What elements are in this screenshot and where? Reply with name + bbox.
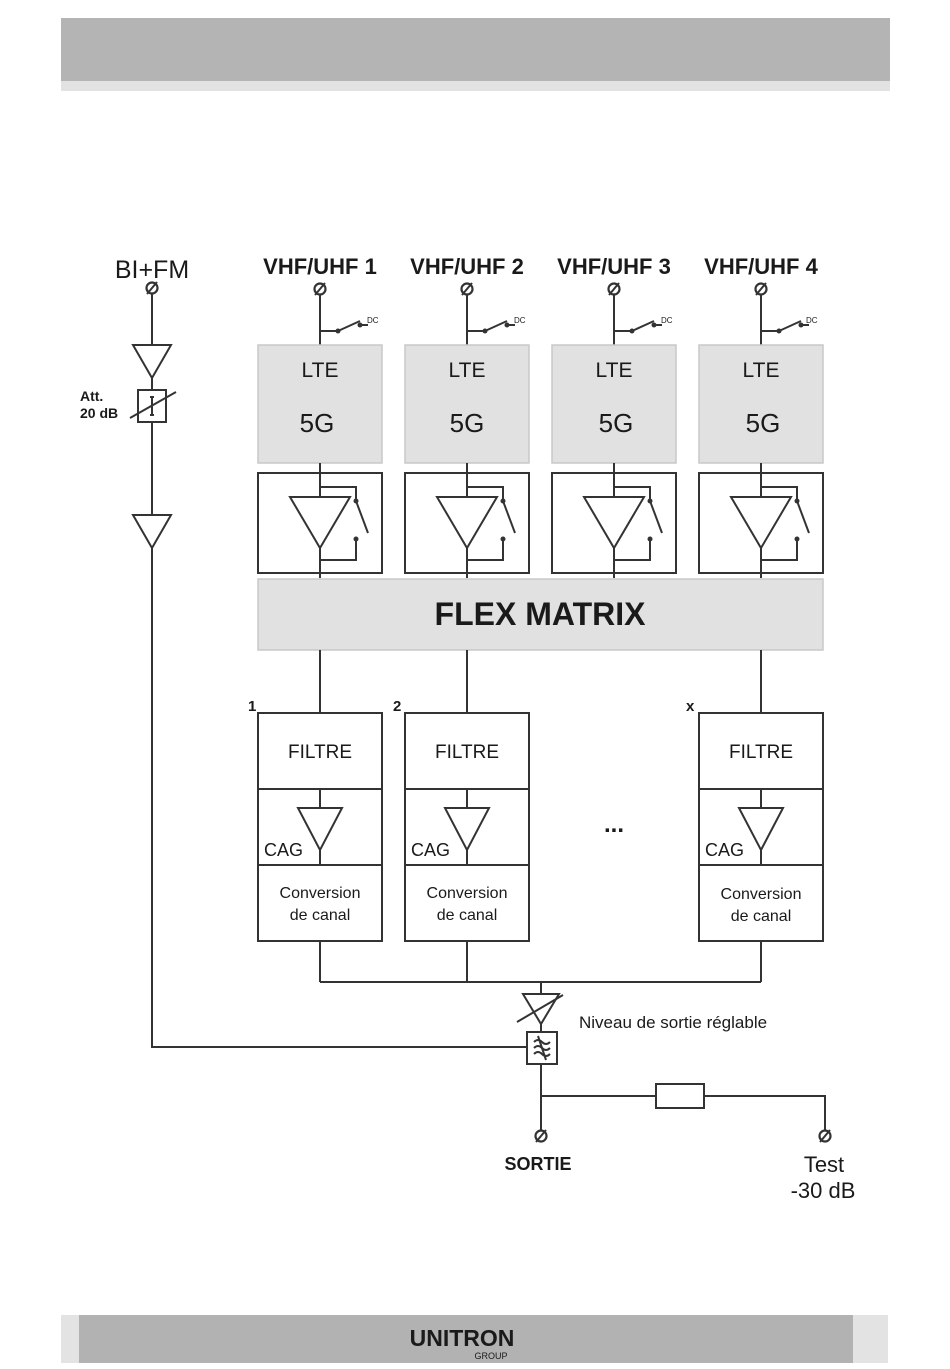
test-label-1: Test [804,1152,844,1177]
input-terminal-bi-fm [147,282,158,294]
attenuator-label-att: Att. [80,388,103,404]
input-label-vhf-uhf-4: VHF/UHF 4 [704,254,818,279]
processing-module-1: 1 FILTRE CAG Conversion de canal [248,698,382,941]
filter-label-2: FILTRE [435,742,499,763]
dc-label-1: DC [367,316,379,325]
adjustable-output-label: Niveau de sortie réglable [579,1013,767,1032]
input-terminal-4 [756,283,767,295]
dc-label-3: DC [661,316,673,325]
output-terminal-test [820,1130,831,1142]
agc-label-1: CAG [264,840,303,860]
filter-label-1: FILTRE [288,742,352,763]
agc-label-2: CAG [411,840,450,860]
amplifier-bifm-1 [133,345,171,378]
sortie-label: SORTIE [504,1154,571,1174]
processing-module-x: x FILTRE CAG Conversion de canal [686,698,823,941]
conversion-label-xa: Conversion [721,886,802,903]
agc-label-x: CAG [705,840,744,860]
output-terminal-sortie [536,1130,547,1142]
input-label-vhf-uhf-1: VHF/UHF 1 [263,254,377,279]
lte-label-1: LTE [302,359,339,382]
module-index-1: 1 [248,698,256,715]
dc-switch-2 [467,321,515,334]
more-modules-ellipsis: ... [604,811,624,838]
processing-module-2: 2 FILTRE CAG Conversion de canal [393,698,529,941]
input-channel-3: VHF/UHF 3 DC LTE 5G [552,254,676,578]
module-index-2: 2 [393,698,401,715]
conversion-label-1a: Conversion [280,885,361,902]
lte-label-3: LTE [596,359,633,382]
input-label-vhf-uhf-2: VHF/UHF 2 [410,254,524,279]
dc-switch-1 [320,321,368,334]
lte-label-2: LTE [449,359,486,382]
filter-label-x: FILTRE [729,742,793,763]
input-label-vhf-uhf-3: VHF/UHF 3 [557,254,671,279]
logo-subtext: GROUP [474,1351,507,1361]
input-terminal-3 [609,283,620,295]
amplifier-bifm-2 [133,515,171,548]
dc-switch-3 [614,321,662,334]
lte-label-4: LTE [743,359,780,382]
wire-to-test [704,1096,825,1130]
logo-wordmark: UNITRON [410,1325,515,1351]
input-channel-1: VHF/UHF 1 DC LTE 5G [258,254,382,578]
input-terminal-2 [462,283,473,295]
conversion-label-1b: de canal [290,907,351,924]
unitron-logo: UNITRON GROUP [410,1325,515,1361]
dc-label-4: DC [806,316,818,325]
adjustable-output-amplifier [517,994,563,1024]
conversion-label-2a: Conversion [427,885,508,902]
input-terminal-1 [315,283,326,295]
test-label-2: -30 dB [791,1178,856,1203]
dc-switch-4 [761,321,809,334]
input-label-bi-fm: BI+FM [115,256,189,284]
test-resistor [656,1084,704,1108]
5g-label-3: 5G [599,408,634,438]
diplexer-combiner [527,1032,557,1064]
5g-label-2: 5G [450,408,485,438]
attenuator-20db [130,390,176,422]
flex-matrix-label: FLEX MATRIX [435,596,647,632]
conversion-label-2b: de canal [437,907,498,924]
5g-label-4: 5G [746,408,781,438]
input-channel-2: VHF/UHF 2 DC LTE 5G [405,254,529,578]
attenuator-label-20db: 20 dB [80,405,118,421]
input-channel-4: VHF/UHF 4 DC LTE 5G [699,254,823,578]
5g-label-1: 5G [300,408,335,438]
dc-label-2: DC [514,316,526,325]
module-index-x: x [686,698,695,715]
conversion-label-xb: de canal [731,908,792,925]
